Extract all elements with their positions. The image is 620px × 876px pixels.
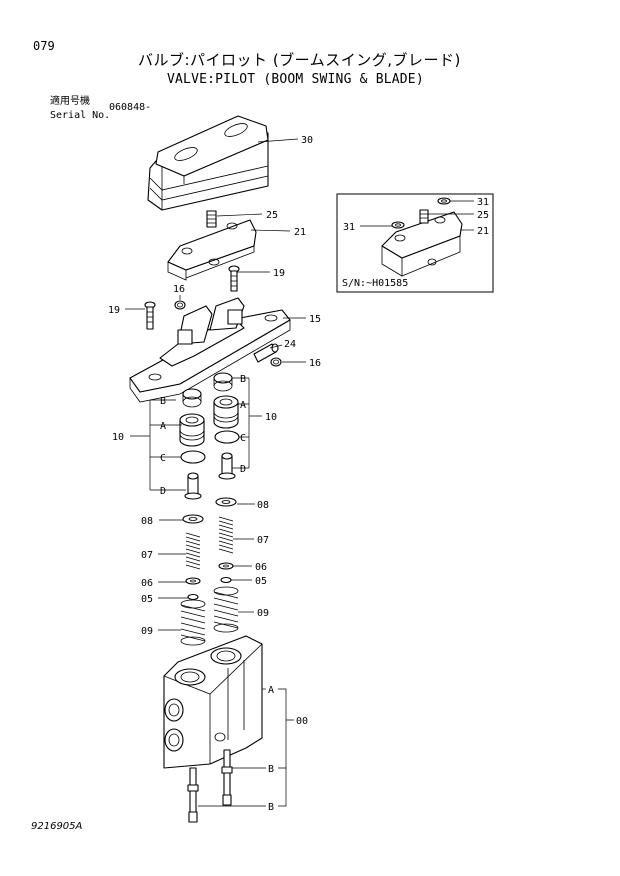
oring-part-upper (174, 300, 186, 310)
callout-A-right: A (240, 400, 246, 411)
inset-serial-note: S/N:~H01585 (342, 278, 408, 289)
callout-07-right: 07 (257, 535, 269, 546)
serial-label-english: Serial No. (50, 110, 111, 121)
callout-21: 21 (294, 227, 306, 238)
callout-B-body-lower: B (268, 802, 274, 813)
callout-A-body: A (268, 685, 274, 696)
lever-bracket-part (167, 219, 257, 281)
seal-parts (182, 372, 233, 408)
inset-variant-box: 31 25 31 21 S/N:~H01585 (336, 193, 494, 293)
callout-C-left: C (160, 453, 166, 464)
main-spring-parts (180, 586, 239, 646)
callout-16: 16 (173, 284, 185, 295)
callout-B-left: B (160, 396, 166, 407)
spool-parts (187, 749, 233, 823)
callout-08-right: 08 (257, 500, 269, 511)
callout-D-left: D (160, 486, 166, 497)
callout-labels: 30 25 21 19 19 16 15 24 16 B A C D 10 B … (108, 135, 321, 813)
bolt-part-left (144, 301, 156, 330)
callout-B-right: B (240, 374, 246, 385)
spring-seat-parts (182, 497, 237, 524)
pin-part (253, 343, 279, 363)
callout-19-left: 19 (108, 305, 120, 316)
inset-callout-31-left: 31 (343, 222, 355, 233)
bolt-part-upper (228, 265, 240, 292)
title-japanese: バルブ:パイロット (ブームスイング,ブレード) (138, 51, 461, 69)
callout-D-right: D (240, 464, 246, 475)
callout-24: 24 (284, 339, 296, 350)
callout-16-right: 16 (309, 358, 321, 369)
inset-callout-25: 25 (477, 210, 489, 221)
callout-07-left: 07 (141, 550, 153, 561)
inset-callout-21: 21 (477, 226, 489, 237)
boot-cover-part (147, 115, 269, 211)
callout-05-right: 05 (255, 576, 267, 587)
callout-10-right: 10 (265, 412, 277, 423)
callout-A-left: A (160, 421, 166, 432)
callout-06-right: 06 (255, 562, 267, 573)
callout-10-left: 10 (112, 432, 124, 443)
screw-part (206, 210, 217, 228)
callout-15: 15 (309, 314, 321, 325)
valve-body-part (163, 635, 263, 769)
callout-30: 30 (301, 135, 313, 146)
oring-part-right (270, 357, 282, 367)
title-english: VALVE:PILOT (BOOM SWING & BLADE) (167, 72, 424, 87)
callout-19: 19 (273, 268, 285, 279)
push-rod-parts (184, 452, 236, 500)
callout-06-left: 06 (141, 578, 153, 589)
return-spring-parts (185, 516, 234, 570)
serial-label-japanese: 適用号機 (50, 96, 90, 107)
document-number: 9216905A (31, 821, 83, 832)
callout-25: 25 (266, 210, 278, 221)
callout-08-left: 08 (141, 516, 153, 527)
leader-lines (125, 138, 306, 807)
page-number: 079 (33, 39, 55, 53)
callout-00: 00 (296, 716, 308, 727)
callout-B-body-upper: B (268, 764, 274, 775)
callout-05-left: 05 (141, 594, 153, 605)
inset-callout-31-top: 31 (477, 197, 489, 208)
oring-parts-kit (180, 430, 240, 464)
washer-parts (185, 562, 234, 601)
serial-number-value: 060848- (109, 102, 152, 113)
callout-C-right: C (240, 433, 246, 444)
plate-part (129, 297, 291, 403)
callout-09-right: 09 (257, 608, 269, 619)
plug-parts (179, 395, 239, 447)
callout-09-left: 09 (141, 626, 153, 637)
